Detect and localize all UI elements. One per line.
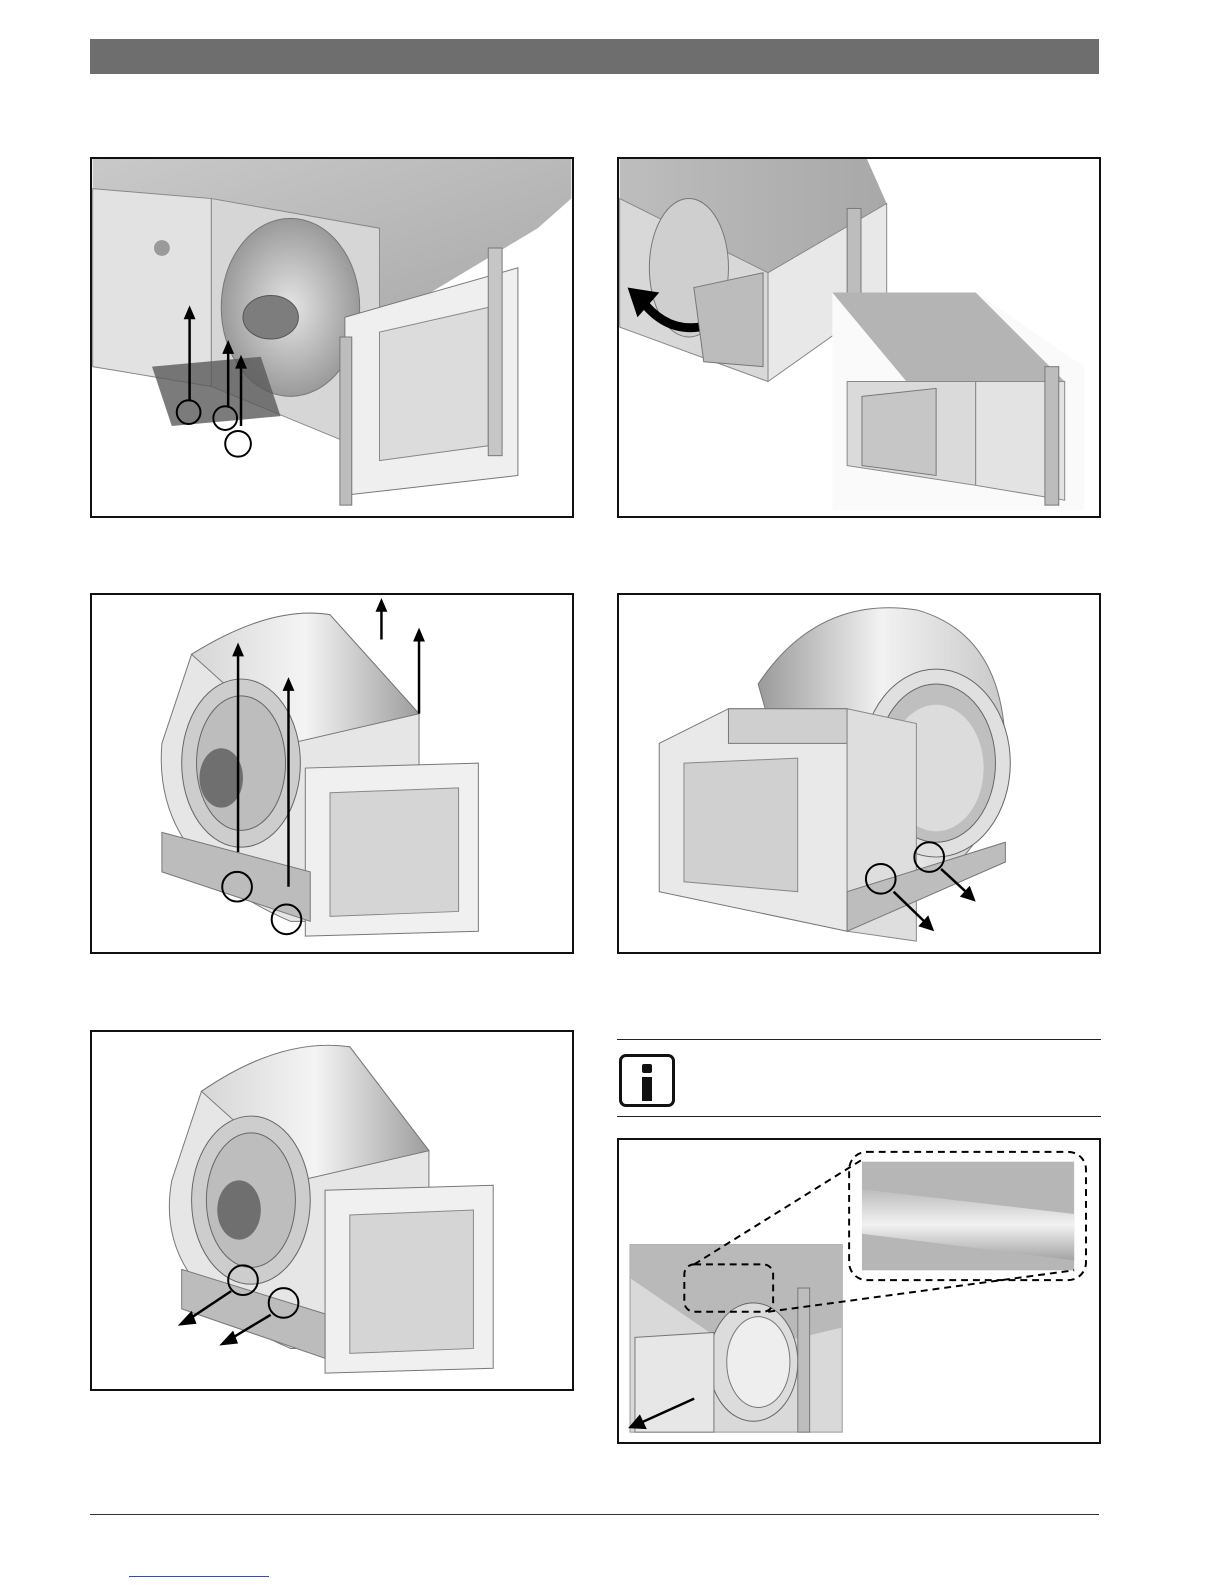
figure-blower-front-bolts [90, 1030, 574, 1391]
footer-link-underline[interactable] [129, 1576, 269, 1577]
air-handler-open-drain-pan-lift-illustration [92, 159, 572, 516]
info-icon [619, 1054, 675, 1107]
figure-blower-lift [90, 593, 574, 954]
air-handler-blower-swing-out-illustration [619, 159, 1099, 516]
figure-blower-rear-bolts [617, 593, 1101, 954]
info-note-bottom-rule [617, 1116, 1101, 1117]
header-bar [90, 39, 1099, 74]
blower-assembly-front-bolts-illustration [92, 1032, 572, 1389]
figure-blower-swing-out [617, 157, 1101, 518]
figure-blower-removal-detail [617, 1138, 1101, 1444]
blower-removal-detail-zoom-illustration [619, 1140, 1099, 1442]
blower-assembly-lift-arrows-illustration [92, 595, 572, 952]
figure-drain-pan-removal [90, 157, 574, 518]
info-note-top-rule [617, 1039, 1101, 1040]
blower-assembly-rear-bolts-illustration [619, 595, 1099, 952]
footer-rule [90, 1514, 1099, 1515]
